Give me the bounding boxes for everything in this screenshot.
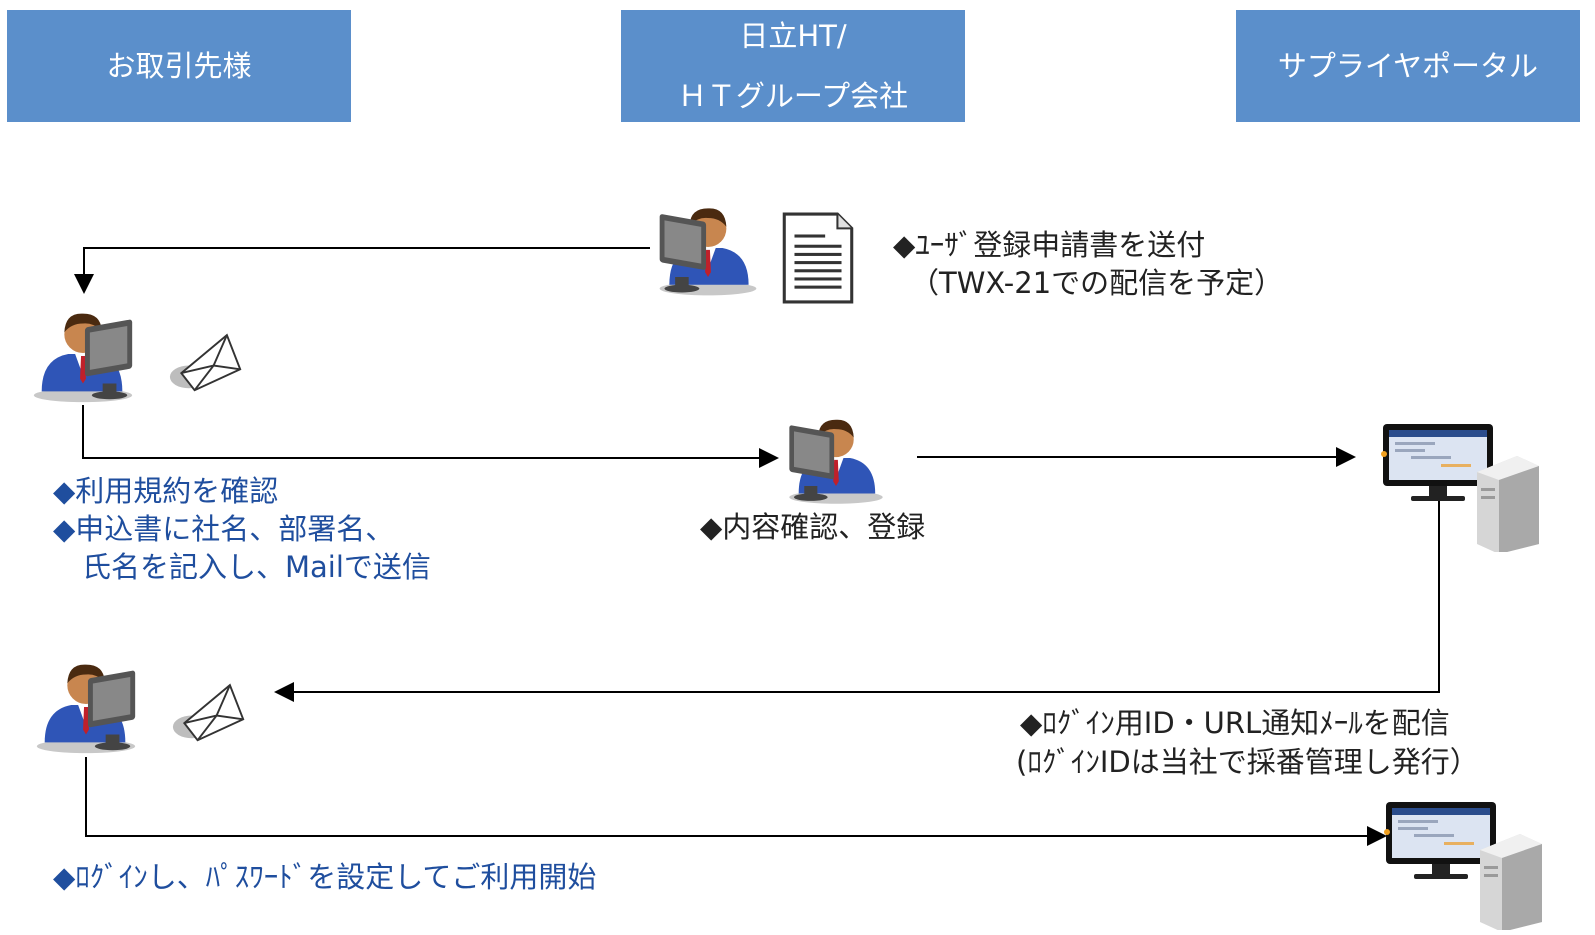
arrow-portal-to-customer [274,485,1440,702]
step-notify-line2: (ﾛｸﾞｲﾝIDは当社で採番管理し発行） [1016,745,1479,779]
person-at-computer-icon [650,196,766,300]
arrow-ht-to-customer [74,247,650,294]
document-icon [782,212,854,304]
step-register: ◆内容確認、登録 [700,510,926,544]
lane-header-hitachi: 日立HT/ ＨＴグループ会社 [621,10,965,122]
server-monitor-icon [1381,422,1541,552]
lane-title-hitachi-line2: ＨＴグループ会社 [677,79,909,113]
person-at-computer-icon [780,408,892,508]
arrow-customer-to-ht [82,405,779,468]
step-customer-line3: 氏名を記入し、Mailで送信 [82,550,431,584]
arrow-customer-login-to-portal [85,757,1387,846]
step-notify-line1: ◆ﾛｸﾞｲﾝ用ID・URL通知ﾒｰﾙを配信 [1020,706,1450,740]
lane-header-customer: お取引先様 [7,10,351,122]
lane-title-hitachi-line1: 日立HT/ [739,19,847,53]
lane-title-customer: お取引先様 [106,49,252,83]
step-customer-line2: ◆申込書に社名、部署名、 [53,512,395,546]
person-at-computer-icon [27,655,145,755]
step-send-form-line1: ◆ﾕｰｻﾞ登録申請書を送付 [893,228,1206,262]
step-send-form-line2: （TWX-21での配信を予定） [910,266,1284,300]
envelope-icon [168,668,250,744]
lane-header-portal: サプライヤポータル [1236,10,1580,122]
envelope-icon [165,318,247,394]
step-customer-line1: ◆利用規約を確認 [53,474,279,508]
person-at-computer-icon [24,304,142,404]
lane-title-portal: サプライヤポータル [1277,49,1539,83]
server-monitor-icon [1384,800,1544,930]
step-login: ◆ﾛｸﾞｲﾝし、ﾊﾟｽﾜｰﾄﾞを設定してご利用開始 [53,860,597,894]
